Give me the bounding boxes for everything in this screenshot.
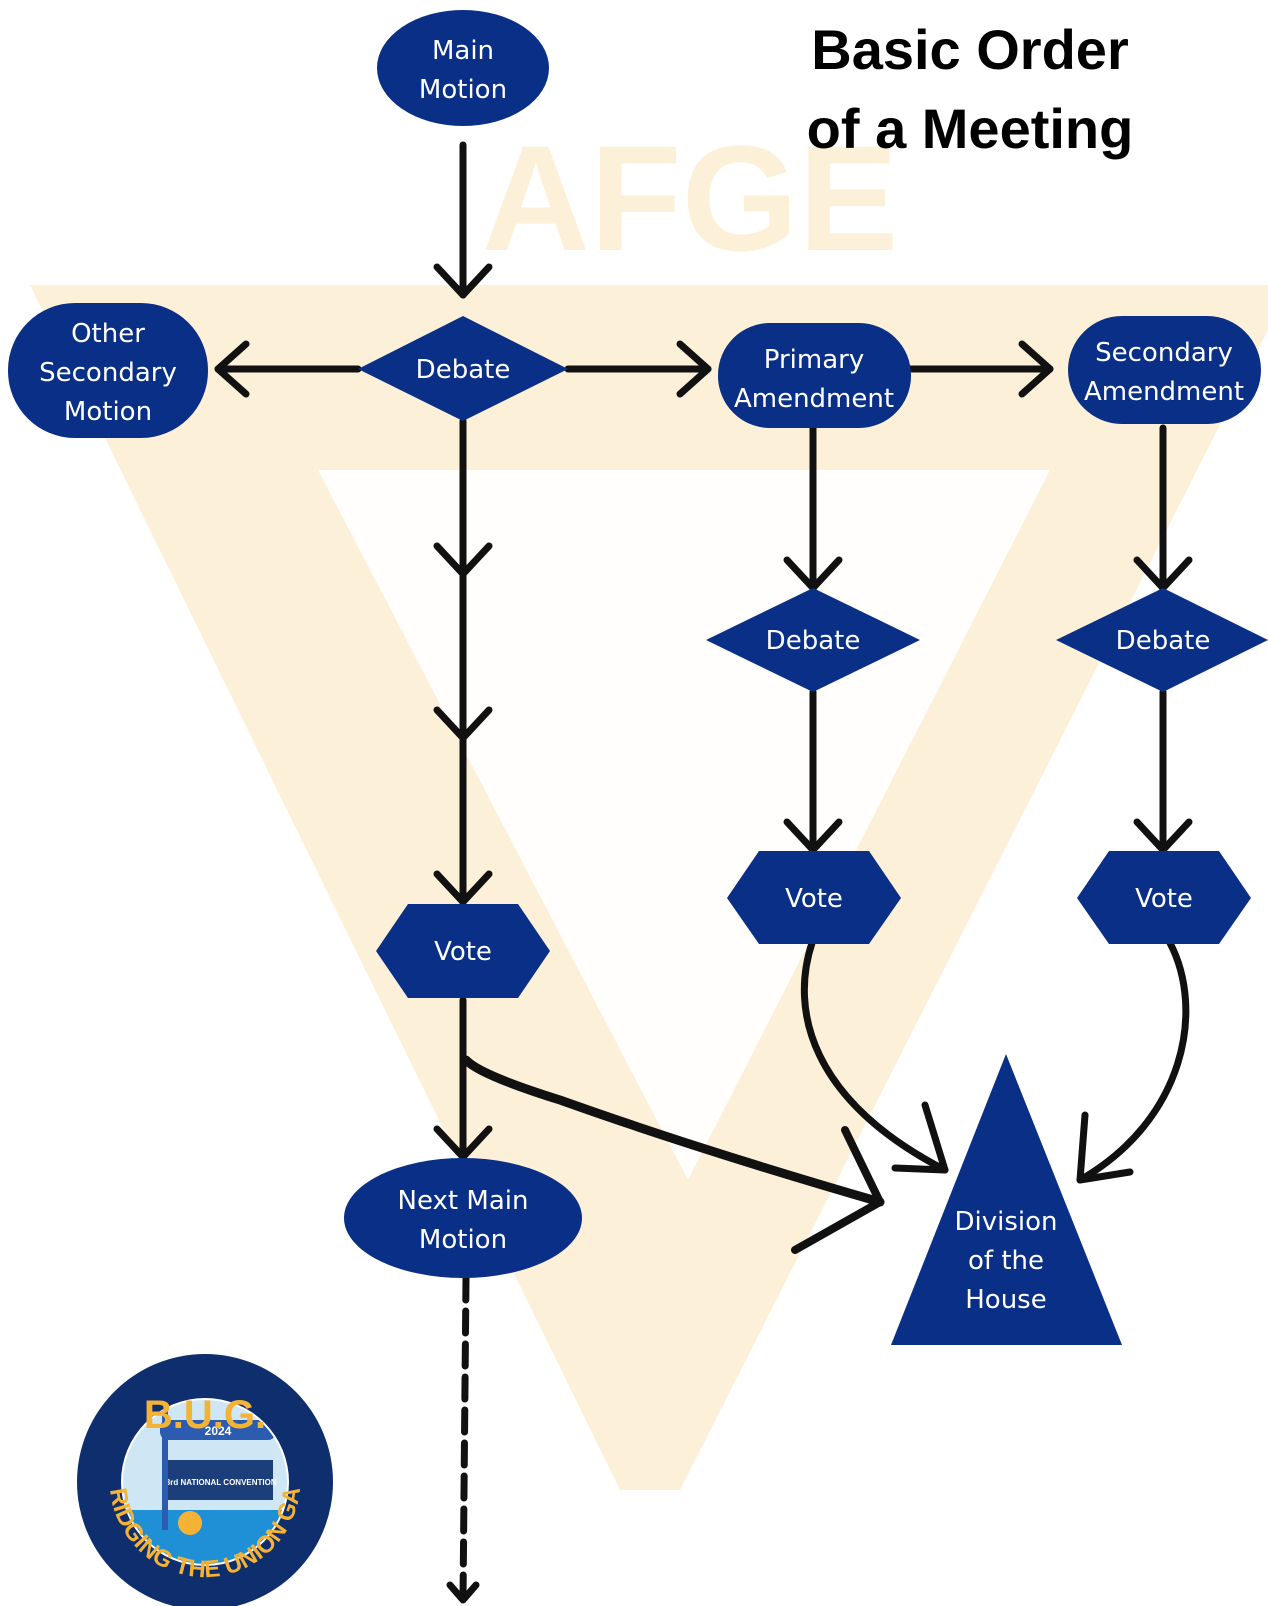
node-label: Vote	[785, 884, 843, 914]
logo-year: 2024	[205, 1424, 232, 1438]
node-label: Debate	[766, 626, 861, 656]
arrowhead-icon	[433, 706, 493, 742]
node-vote-secondary[interactable]: Vote	[1077, 851, 1251, 944]
arrows	[214, 141, 1193, 1604]
arrowhead-icon	[446, 1581, 480, 1604]
node-secondary-amendment[interactable]: Secondary Amendment	[1068, 316, 1261, 424]
page-title: Basic Order of a Meeting	[807, 18, 1134, 160]
node-other-secondary-motion[interactable]: Other Secondary Motion	[8, 303, 208, 438]
node-main-motion[interactable]: Main Motion	[377, 10, 549, 126]
bug-logo: 43rd NATIONAL CONVENTION 2024 B.U.G. BRI…	[0, 0, 333, 1606]
arrowhead-icon	[1076, 1111, 1134, 1184]
arrowhead-icon	[433, 870, 493, 906]
node-label: Other	[71, 319, 145, 349]
node-label: Motion	[419, 1225, 507, 1255]
logo-convention: 43rd NATIONAL CONVENTION	[161, 1478, 276, 1487]
arrowhead-icon	[433, 1125, 493, 1161]
arrowhead-icon	[791, 1126, 884, 1254]
arrowhead-icon	[214, 340, 250, 398]
nodes: Main Motion Debate Other Secondary Motio…	[8, 10, 1268, 1345]
node-label: House	[965, 1285, 1046, 1315]
logo-banner	[165, 1460, 273, 1500]
node-label: Primary	[764, 345, 864, 375]
node-next-main-motion[interactable]: Next Main Motion	[344, 1158, 582, 1278]
node-label: Motion	[419, 75, 507, 105]
node-label: Debate	[416, 355, 511, 385]
arrowhead-icon	[891, 1101, 949, 1174]
node-vote-primary[interactable]: Vote	[727, 851, 901, 944]
title-line-2: of a Meeting	[807, 97, 1134, 160]
logo-acronym: B.U.G.	[144, 1393, 266, 1437]
node-label: Amendment	[734, 384, 894, 414]
arrowhead-icon	[433, 542, 493, 578]
node-debate-primary[interactable]: Debate	[706, 588, 920, 692]
node-label: of the	[968, 1246, 1044, 1276]
node-label: Vote	[1135, 884, 1193, 914]
arrowhead-icon	[676, 340, 712, 398]
node-label: Main	[432, 36, 494, 66]
node-label: Secondary	[1095, 338, 1233, 368]
arrowhead-icon	[433, 263, 493, 299]
node-primary-amendment[interactable]: Primary Amendment	[718, 323, 911, 428]
node-debate-main[interactable]: Debate	[358, 316, 568, 421]
arrowhead-icon	[1133, 818, 1193, 854]
node-debate-secondary[interactable]: Debate	[1056, 588, 1268, 692]
arrowhead-icon	[783, 818, 843, 854]
node-vote-main[interactable]: Vote	[376, 904, 550, 998]
watermark-afge: AFGE	[482, 114, 899, 282]
node-division-of-house[interactable]: Division of the House	[891, 1054, 1122, 1345]
title-line-1: Basic Order	[811, 18, 1129, 81]
node-label: Debate	[1116, 626, 1211, 656]
node-label: Motion	[64, 397, 152, 427]
node-label: Amendment	[1084, 377, 1244, 407]
node-label: Secondary	[39, 358, 177, 388]
arrowhead-icon	[1018, 340, 1054, 398]
node-label: Vote	[434, 937, 492, 967]
node-label: Division	[954, 1207, 1057, 1237]
node-label: Next Main	[398, 1186, 529, 1216]
logo-ring-text: BRIDGING THE UNION GAP	[0, 0, 306, 1583]
